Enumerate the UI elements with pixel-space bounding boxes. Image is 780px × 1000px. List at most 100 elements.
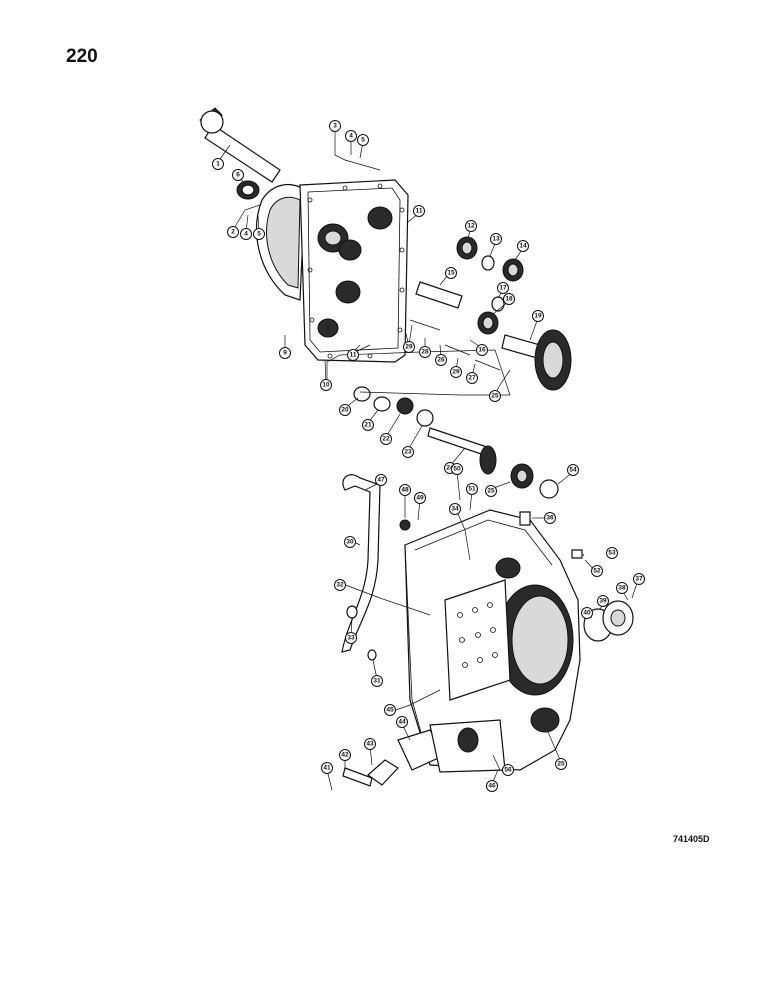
ring-part-17 — [491, 296, 505, 312]
svg-text:22: 22 — [382, 436, 390, 443]
figure-code: 741405D — [673, 834, 710, 844]
svg-text:1: 1 — [216, 161, 220, 168]
callout-1: 1 — [212, 158, 224, 170]
svg-text:54: 54 — [569, 467, 577, 474]
callout-26: 26 — [435, 354, 447, 366]
shaft-part-15 — [415, 281, 463, 309]
callout-14: 14 — [517, 240, 529, 252]
callout-5a: 5 — [357, 134, 369, 146]
svg-text:9: 9 — [283, 350, 287, 357]
svg-text:11: 11 — [416, 208, 423, 215]
callout-52: 52 — [591, 565, 603, 577]
svg-text:2: 2 — [231, 229, 235, 236]
plug-part-31 — [367, 649, 377, 661]
svg-text:6: 6 — [236, 172, 240, 179]
callout-54: 54 — [567, 464, 579, 476]
callout-10: 10 — [320, 379, 332, 391]
svg-text:43: 43 — [366, 741, 374, 748]
callout-12: 12 — [465, 220, 477, 232]
callout-29a: 29 — [403, 341, 415, 353]
callout-27: 27 — [466, 372, 478, 384]
page-number: 220 — [66, 46, 98, 67]
svg-text:28: 28 — [421, 349, 429, 356]
bearing-part-14 — [502, 258, 524, 282]
svg-text:32: 32 — [336, 582, 344, 589]
svg-text:38: 38 — [618, 585, 626, 592]
callout-17: 17 — [497, 282, 509, 294]
svg-text:21: 21 — [364, 422, 372, 429]
svg-text:16: 16 — [478, 347, 486, 354]
svg-text:34: 34 — [451, 506, 459, 513]
callout-38: 38 — [616, 582, 628, 594]
washer-part-21 — [373, 396, 391, 412]
svg-text:13: 13 — [492, 236, 500, 243]
callout-6: 6 — [232, 169, 244, 181]
callout-4b: 4 — [240, 228, 252, 240]
svg-text:42: 42 — [341, 752, 349, 759]
callout-19: 19 — [532, 310, 544, 322]
svg-text:29: 29 — [405, 344, 413, 351]
callout-29b: 29 — [450, 366, 462, 378]
callout-20: 20 — [339, 404, 351, 416]
callout-50: 50 — [451, 463, 463, 475]
svg-text:41: 41 — [323, 765, 331, 772]
bearing-part-18 — [477, 311, 499, 335]
svg-text:30: 30 — [346, 539, 354, 546]
svg-text:17: 17 — [499, 285, 507, 292]
callout-4a: 4 — [345, 130, 357, 142]
shaft-gear-part-24 — [427, 427, 497, 475]
svg-text:45: 45 — [386, 707, 394, 714]
svg-text:14: 14 — [519, 243, 527, 250]
callout-49: 49 — [414, 492, 426, 504]
callout-23: 23 — [402, 446, 414, 458]
callout-46: 46 — [486, 780, 498, 792]
springs-and-pins — [409, 319, 501, 371]
svg-text:18: 18 — [505, 296, 513, 303]
callout-51: 51 — [466, 483, 478, 495]
callout-42: 42 — [339, 749, 351, 761]
washer-part-23 — [416, 409, 434, 427]
svg-text:49: 49 — [416, 495, 424, 502]
svg-text:52: 52 — [593, 568, 601, 575]
pump-cover-part-43 — [342, 759, 399, 787]
callout-37: 37 — [633, 573, 645, 585]
washer-part-20 — [353, 386, 371, 402]
svg-text:19: 19 — [534, 313, 542, 320]
svg-text:25: 25 — [491, 393, 499, 400]
callout-25b: 25 — [485, 485, 497, 497]
pump-bore — [457, 727, 479, 753]
callout-25a: 25 — [489, 390, 501, 402]
callout-36: 36 — [544, 512, 556, 524]
callout-47: 47 — [375, 474, 387, 486]
callout-11a: 11 — [413, 205, 425, 217]
snap-ring-part-13 — [481, 255, 495, 271]
callout-56: 56 — [502, 764, 514, 776]
svg-text:15: 15 — [447, 270, 455, 277]
callout-44: 44 — [396, 716, 408, 728]
bearing-part-25 — [510, 463, 534, 489]
svg-text:12: 12 — [467, 223, 475, 230]
svg-text:39: 39 — [599, 598, 607, 605]
input-shaft-part-1 — [199, 107, 281, 183]
svg-text:46: 46 — [488, 783, 496, 790]
svg-text:25: 25 — [557, 761, 565, 768]
svg-text:53: 53 — [608, 550, 616, 557]
callout-30: 30 — [344, 536, 356, 548]
plug-part-53 — [571, 549, 583, 559]
callout-2: 2 — [227, 226, 239, 238]
callout-34: 34 — [449, 503, 461, 515]
svg-text:24: 24 — [446, 465, 454, 472]
svg-text:23: 23 — [404, 449, 412, 456]
svg-text:33: 33 — [347, 635, 355, 642]
callout-28: 28 — [419, 346, 431, 358]
svg-text:31: 31 — [373, 678, 381, 685]
callout-9: 9 — [279, 347, 291, 359]
cover-part-39 — [602, 600, 634, 636]
callout-5b: 5 — [253, 228, 265, 240]
callout-3: 3 — [329, 120, 341, 132]
svg-text:5: 5 — [257, 231, 261, 238]
bearing-part-22 — [396, 397, 414, 415]
svg-text:37: 37 — [635, 576, 643, 583]
upper-housing-cover — [256, 179, 409, 363]
